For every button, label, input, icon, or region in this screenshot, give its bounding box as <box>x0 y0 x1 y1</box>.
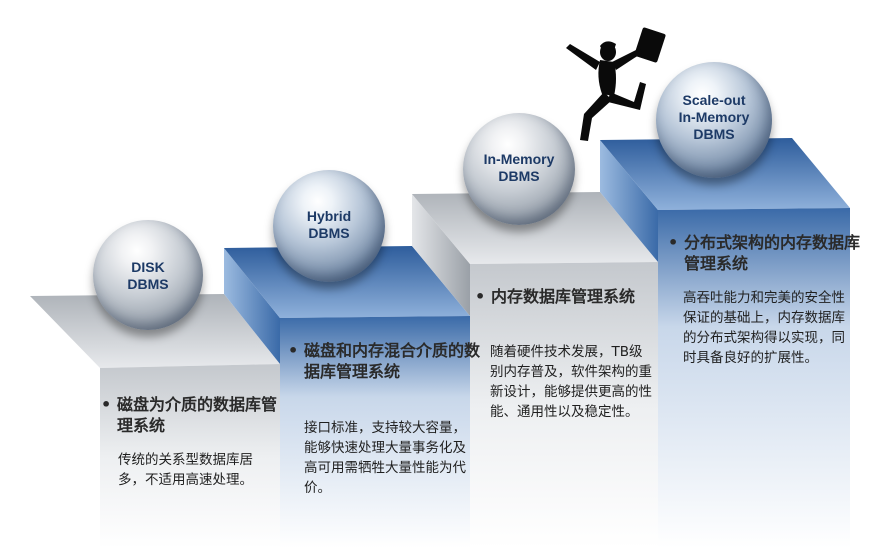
sphere-label-line: In-Memory <box>483 151 555 167</box>
step-3-riser <box>412 194 470 316</box>
step-4-riser <box>600 140 658 262</box>
sphere-label-line: DISK <box>131 259 165 275</box>
step-3-top <box>412 192 658 264</box>
sphere-label-line: DBMS <box>693 126 735 142</box>
step-3-description: 随着硬件技术发展，TB级别内存普及，软件架构的重新设计，能够提供更高的性能、通用… <box>490 344 652 420</box>
bullet: • <box>475 287 486 306</box>
step-4-face <box>658 208 850 548</box>
step-1-face <box>100 364 280 548</box>
step-1-top <box>30 294 280 368</box>
sphere-label-line: Hybrid <box>306 208 352 224</box>
step-1-heading-text: 磁盘为介质的数据库管理系统 <box>117 395 278 435</box>
bullet: • <box>101 395 112 414</box>
sphere-label-line: Scale-out <box>682 92 746 108</box>
step-1-heading: • 磁盘为介质的数据库管理系统 <box>101 394 287 436</box>
step-2-riser <box>224 248 280 364</box>
step-2-heading-text: 磁盘和内存混合介质的数据库管理系统 <box>304 341 481 381</box>
sphere-disk-dbms: DISK DBMS <box>93 220 203 330</box>
sphere-label-line: In-Memory <box>678 109 750 125</box>
sphere-label-line: DBMS <box>127 276 169 292</box>
step-2-heading: • 磁盘和内存混合介质的数据库管理系统 <box>288 340 480 382</box>
bullet: • <box>668 233 679 252</box>
step-2-face <box>280 316 470 548</box>
step-2-description: 接口标准，支持较大容量，能够快速处理大量事务化及高可用需牺牲大量性能为代价。 <box>304 420 466 496</box>
step-3-heading: • 内存数据库管理系统 <box>475 286 667 307</box>
step-1-description: 传统的关系型数据库居多，不适用高速处理。 <box>118 452 253 488</box>
step-4-heading-text: 分布式架构的内存数据库管理系统 <box>684 233 861 273</box>
sphere-label-line: DBMS <box>498 168 540 184</box>
bullet: • <box>288 341 299 360</box>
runner-with-briefcase-icon <box>566 27 666 141</box>
sphere-label-line: DBMS <box>308 225 350 241</box>
step-2-top <box>224 246 470 318</box>
sphere-scale-out-dbms: Scale-out In-Memory DBMS <box>656 62 772 178</box>
step-4-heading: • 分布式架构的内存数据库管理系统 <box>668 232 866 274</box>
step-3-face <box>470 262 658 548</box>
sphere-in-memory-dbms: In-Memory DBMS <box>463 113 575 225</box>
step-4-description: 高吞吐能力和完美的安全性保证的基础上，内存数据库的分布式架构得以实现，同时具备良… <box>683 290 845 366</box>
step-3-heading-text: 内存数据库管理系统 <box>491 287 636 306</box>
sphere-hybrid-dbms: Hybrid DBMS <box>273 170 385 282</box>
